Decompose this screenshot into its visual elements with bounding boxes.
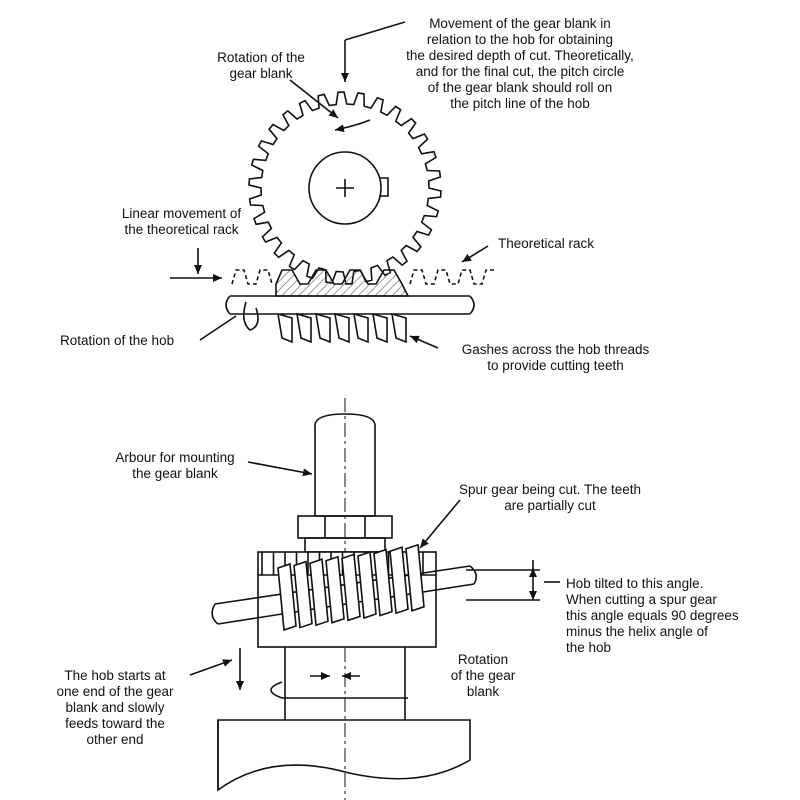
hob-thread — [277, 312, 293, 344]
label-gashes: Gashes across the hob threads to provide… — [461, 342, 650, 373]
hob-lower — [277, 543, 425, 632]
hob-thread — [334, 312, 350, 344]
label-gear-blank-rotation: Rotation of the gear blank — [217, 50, 305, 81]
theoretical-rack-left — [231, 269, 273, 285]
hob-thread — [296, 312, 312, 344]
top-figure — [170, 21, 494, 349]
hob-shaft-end — [225, 295, 231, 315]
hob-tooth — [293, 560, 313, 629]
machine-table — [217, 719, 471, 792]
hob-tooth — [389, 546, 409, 615]
label-arbour: Arbour for mounting the gear blank — [115, 450, 235, 481]
theoretical-rack-right — [409, 269, 494, 285]
hob-tooth — [373, 548, 393, 617]
hob-tooth — [325, 555, 345, 624]
label-spur-gear-cut: Spur gear being cut. The teeth are parti… — [458, 482, 642, 513]
keyway — [379, 177, 389, 197]
hob-tooth — [405, 543, 425, 612]
hob-tooth — [277, 562, 297, 632]
hob-threads — [277, 312, 407, 344]
hob-tooth — [309, 558, 329, 627]
bottom-figure — [189, 398, 560, 800]
label-gear-blank-rotation-lower: Rotation of the gear blank — [450, 652, 516, 699]
mesh-section — [275, 269, 410, 297]
label-hob-tilted: Hob tilted to this angle. When cutting a… — [566, 576, 739, 655]
hob-tooth — [357, 550, 377, 620]
hob-thread — [372, 312, 388, 344]
label-theoretical-rack: Theoretical rack — [498, 236, 595, 251]
label-hob-feed: The hob starts at one end of the gear bl… — [56, 668, 174, 747]
gear-blank-teeth — [248, 91, 442, 285]
hob-tooth — [341, 553, 361, 622]
hob-rotation-arrow — [242, 301, 259, 331]
hob-thread — [391, 312, 407, 344]
hob-shaft-end-right — [469, 295, 475, 315]
gear-rotation-arrow — [334, 119, 371, 133]
arbour — [314, 413, 376, 517]
hob-thread — [315, 312, 331, 344]
label-rack-linear-movement: Linear movement of the theoretical rack — [121, 206, 242, 237]
label-hob-rotation: Rotation of the hob — [60, 333, 175, 348]
gear-bore — [308, 151, 382, 225]
gear-rotation-arrow-lower — [270, 681, 408, 699]
hob-thread — [353, 312, 369, 344]
label-gear-blank-movement: Movement of the gear blank in relation t… — [406, 16, 634, 111]
